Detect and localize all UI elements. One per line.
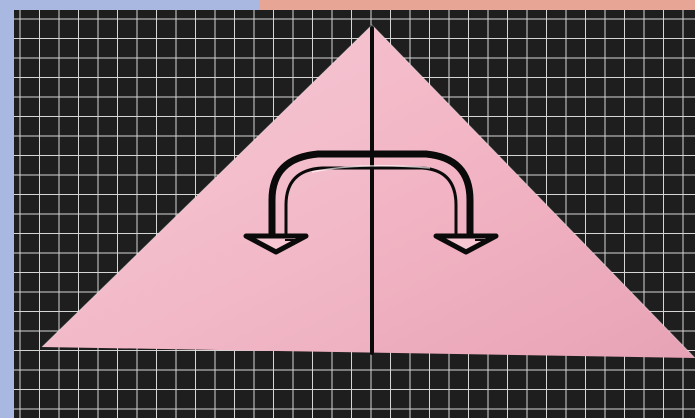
top-strip <box>260 0 695 10</box>
